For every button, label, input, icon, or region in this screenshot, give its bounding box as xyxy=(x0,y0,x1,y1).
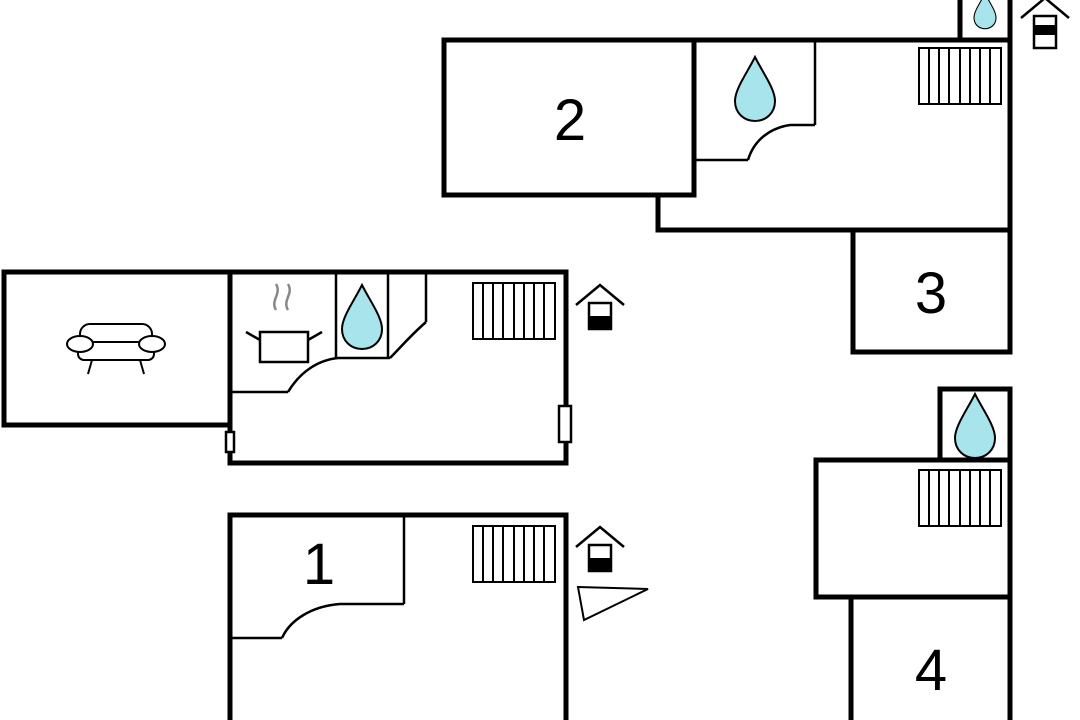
room-4 xyxy=(848,594,1013,720)
house-entrance-icon xyxy=(574,525,626,573)
house-entrance-icon xyxy=(574,283,626,331)
cooking-pot-icon xyxy=(245,283,323,364)
radiator-icon xyxy=(918,469,1002,527)
house-entrance-icon xyxy=(1020,0,1070,50)
door-gap xyxy=(224,430,236,454)
room-4-label: 4 xyxy=(915,638,947,703)
radiator-icon xyxy=(918,47,1002,105)
room-3 xyxy=(850,227,1013,355)
radiator-icon xyxy=(472,525,556,583)
triangle-marker-icon xyxy=(576,585,649,622)
sofa-icon xyxy=(66,323,166,375)
unit-2-3: 2 3 xyxy=(441,0,1070,355)
window xyxy=(557,404,573,444)
room-1-label: 1 xyxy=(303,532,335,597)
unit-living-kitchen xyxy=(1,269,626,466)
room-2 xyxy=(441,37,697,198)
unit-4: 4 xyxy=(813,386,1013,720)
room-3-label: 3 xyxy=(915,261,947,326)
radiator-icon xyxy=(472,282,556,340)
unit-1: 1 xyxy=(227,512,649,720)
room-2-label: 2 xyxy=(554,88,586,153)
